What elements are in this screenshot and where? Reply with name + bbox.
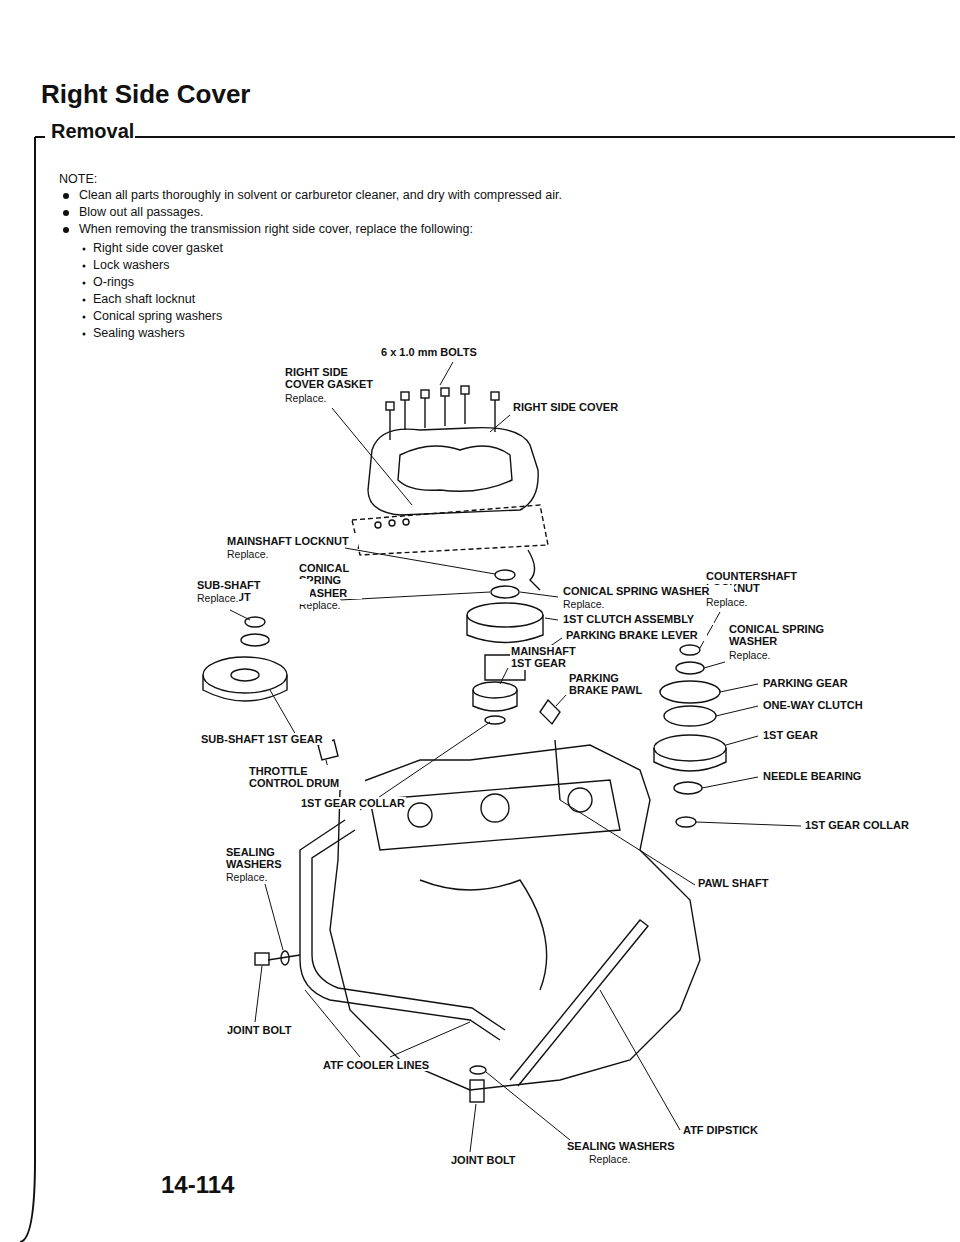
parking-pawl (540, 700, 560, 724)
note-heading: NOTE: (58, 172, 98, 186)
case-face (370, 780, 620, 850)
wire (528, 550, 540, 590)
section-title: Removal (50, 120, 135, 142)
clutch-assembly (467, 603, 543, 627)
parking-gear (660, 681, 720, 703)
replace-note: Replace. (705, 597, 748, 609)
spring-washer (676, 662, 704, 674)
sealing-washer (470, 1066, 486, 1074)
note-item: Conical spring washers (92, 309, 223, 323)
leader-lines (230, 362, 801, 1152)
note-text: When removing the transmission right sid… (78, 222, 474, 236)
replace-note: Replace. (226, 549, 269, 561)
header-rule (35, 136, 45, 138)
replace-note: Replace. (562, 599, 605, 611)
part-label: ATF COOLER LINES (322, 1059, 430, 1071)
part-label: 1ST CLUTCH ASSEMBLY (562, 613, 714, 625)
sub-shaft-gear (203, 657, 287, 693)
clutch-assembly (467, 615, 543, 643)
part-label: JOINT BOLT (226, 1024, 293, 1036)
part-label: ATF DIPSTICK (682, 1124, 759, 1136)
part-label: MAINSHAFT 1ST GEAR (510, 645, 592, 670)
note-item: Right side cover gasket (92, 241, 224, 255)
needle-bearing (674, 782, 702, 794)
page-title: Right Side Cover (40, 80, 251, 109)
replace-note: Replace. (196, 593, 239, 605)
case-rib (420, 880, 547, 990)
part-label: SEALING WASHERS (225, 846, 297, 871)
note-text: Clean all parts thoroughly in solvent or… (78, 188, 563, 202)
part-label: PARKING BRAKE LEVER (565, 629, 707, 641)
shaft-bore (481, 794, 509, 822)
part-label: SEALING WASHERS (566, 1140, 676, 1152)
joint-bolt (268, 955, 300, 960)
header-rule (112, 136, 955, 138)
gasket (352, 505, 548, 555)
shaft-bore (568, 788, 592, 812)
side-rule (20, 1160, 35, 1242)
sealing-washer (281, 951, 289, 965)
page-number: 14-114 (160, 1172, 235, 1199)
part-label: CONICAL SPRING WASHER (562, 585, 734, 597)
part-label: 1ST GEAR (762, 729, 819, 741)
locknut (495, 570, 515, 580)
note-item: O-rings (92, 275, 135, 289)
first-gear (654, 735, 726, 761)
part-label: MAINSHAFT LOCKNUT (226, 535, 358, 547)
part-label: ONE-WAY CLUTCH (762, 699, 864, 711)
joint-bolt (470, 1080, 484, 1102)
replace-note: Replace. (225, 872, 268, 884)
part-label: 6 x 1.0 mm BOLTS (380, 346, 478, 358)
part-label: NEEDLE BEARING (762, 770, 862, 782)
part-label: JOINT BOLT (450, 1154, 517, 1166)
part-label: SUB-SHAFT 1ST GEAR (200, 733, 332, 745)
one-way-clutch (664, 706, 716, 726)
part-label: PARKING BRAKE PAWL (568, 672, 650, 697)
cooler-line (312, 830, 505, 1030)
gasket-hole (403, 519, 409, 525)
note-item: Sealing washers (92, 326, 186, 340)
side-rule (34, 137, 36, 1160)
part-label: 1ST GEAR COLLAR (300, 797, 406, 809)
part-label: RIGHT SIDE COVER GASKET (284, 366, 391, 391)
mainshaft-gear (473, 682, 517, 698)
gasket-hole (375, 522, 381, 528)
part-label: PARKING GEAR (762, 677, 849, 689)
joint-bolt (255, 953, 269, 965)
part-label: CONICAL SPRING WASHER (728, 623, 835, 648)
part-label: PAWL SHAFT (697, 877, 769, 889)
bolts (386, 386, 499, 440)
part-label: 1ST GEAR COLLAR (804, 819, 910, 831)
sub-shaft-gear (231, 669, 259, 681)
note-text: Blow out all passages. (78, 205, 204, 219)
shaft-bore (408, 803, 432, 827)
first-gear (654, 748, 726, 771)
spring-washer (491, 586, 519, 598)
replace-note: Replace. (588, 1154, 631, 1166)
replace-note: Replace. (284, 393, 327, 405)
mainshaft-gear (473, 690, 517, 711)
locknut (680, 645, 700, 655)
part-label: THROTTLE CONTROL DRUM (248, 765, 365, 790)
gasket-hole (389, 520, 395, 526)
gear-collar (676, 817, 696, 827)
spring-washer (241, 634, 269, 646)
replace-note: Replace. (728, 650, 771, 662)
part-label: RIGHT SIDE COVER (512, 401, 619, 413)
side-cover (368, 428, 538, 515)
dipstick (510, 920, 648, 1086)
note-item: Each shaft locknut (92, 292, 196, 306)
note-item: Lock washers (92, 258, 170, 272)
side-cover (398, 446, 512, 491)
